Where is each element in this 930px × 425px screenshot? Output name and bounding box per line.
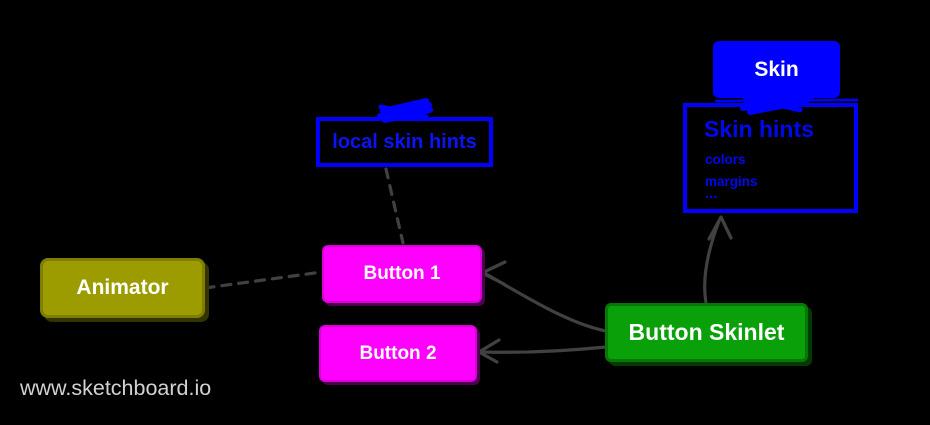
sketchboard-watermark: www.sketchboard.io bbox=[20, 376, 212, 400]
edge-local-skin-hints-to-button1[interactable] bbox=[384, 167, 405, 245]
skin-hints-item-colors: colors bbox=[705, 152, 746, 167]
node-button1[interactable]: Button 1 bbox=[322, 245, 482, 303]
node-skin-hints[interactable]: Skin hints colors margins ... bbox=[683, 103, 858, 213]
node-button2[interactable]: Button 2 bbox=[319, 325, 477, 382]
node-skin[interactable]: Skin bbox=[713, 41, 840, 98]
node-animator[interactable]: Animator bbox=[40, 258, 205, 318]
node-button-skinlet[interactable]: Button Skinlet bbox=[605, 303, 808, 362]
edge-button-skinlet-to-button2[interactable] bbox=[481, 345, 608, 354]
node-local-skin-hints-label: local skin hints bbox=[332, 130, 477, 153]
arrowhead-skin-hints bbox=[707, 215, 733, 241]
edge-button-skinlet-to-button1[interactable] bbox=[484, 272, 608, 333]
skin-hints-item-ellipsis: ... bbox=[705, 185, 718, 202]
arrowhead-button1 bbox=[480, 260, 507, 286]
node-animator-label: Animator bbox=[76, 276, 169, 299]
node-button1-label: Button 1 bbox=[363, 263, 441, 284]
skin-hints-item-margins: margins bbox=[705, 174, 758, 189]
edge-animator-to-button1[interactable] bbox=[203, 270, 324, 290]
node-skin-label: Skin bbox=[754, 57, 799, 81]
arrowhead-button2 bbox=[477, 338, 501, 364]
edge-button-skinlet-to-skin-hints[interactable] bbox=[703, 219, 721, 305]
node-button-skinlet-label: Button Skinlet bbox=[628, 319, 785, 345]
node-local-skin-hints[interactable]: local skin hints bbox=[316, 117, 493, 167]
skin-hints-title: Skin hints bbox=[704, 116, 814, 142]
node-button2-label: Button 2 bbox=[359, 342, 437, 364]
